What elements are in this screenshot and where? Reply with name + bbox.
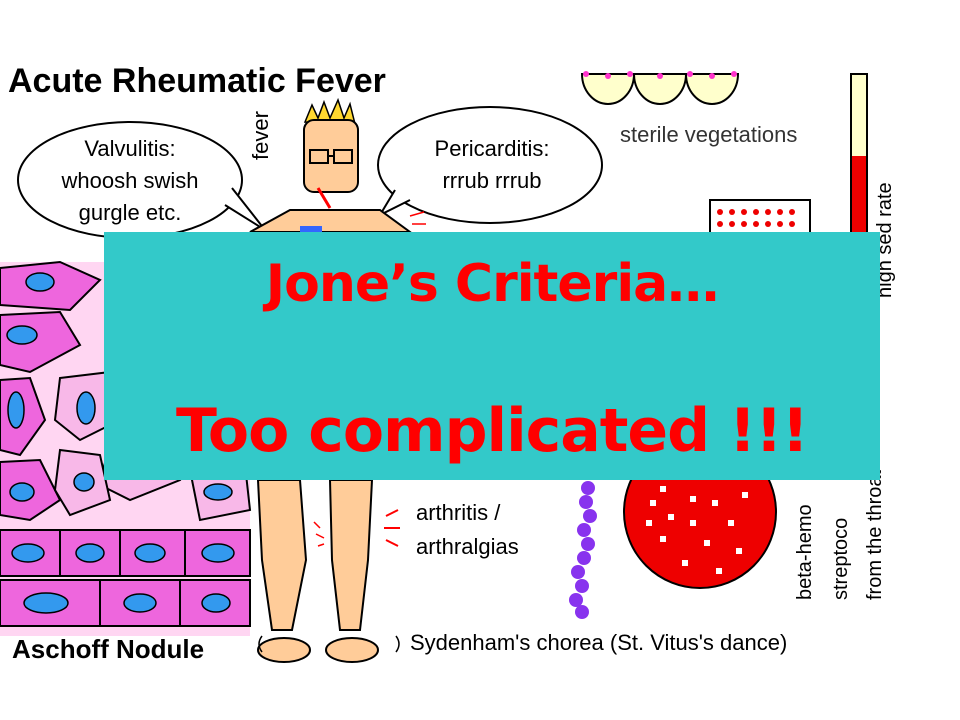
chorea-label: Sydenham's chorea (St. Vitus's dance) xyxy=(410,630,788,655)
blood-slide xyxy=(709,199,811,235)
strep-chain xyxy=(569,481,597,619)
valvulitis-line-1: Valvulitis: xyxy=(84,136,176,161)
aschoff-label: Aschoff Nodule xyxy=(12,634,205,664)
strep-line-1: beta-hemo xyxy=(794,504,816,600)
arthritis-line-1: arthritis / xyxy=(416,500,501,525)
patient-figure xyxy=(249,97,426,663)
pericarditis-bubble xyxy=(377,106,603,224)
pericarditis-line-1: Pericarditis: xyxy=(434,136,550,161)
valvulitis-line-2: whoosh swish xyxy=(61,168,199,193)
fever-label: fever xyxy=(248,111,273,160)
vegetations-label: sterile vegetations xyxy=(620,122,798,147)
illustration-title: Acute Rheumatic Fever xyxy=(8,62,386,100)
sed-rate-tube xyxy=(850,73,868,235)
arthritis-line-2: arthralgias xyxy=(416,534,519,559)
pericarditis-line-2: rrrub rrrub xyxy=(442,168,542,193)
valvulitis-line-3: gurgle etc. xyxy=(78,200,182,225)
strep-line-2: streptoco xyxy=(830,517,852,600)
overlay-line-2: Too complicated !!! xyxy=(175,396,809,466)
strep-line-3: from the throat xyxy=(864,469,886,600)
overlay-box: Jone’s Criteria… Too complicated !!! xyxy=(104,232,880,480)
overlay-line-1: Jone’s Criteria… xyxy=(265,254,719,314)
valve-cusps xyxy=(580,71,740,105)
